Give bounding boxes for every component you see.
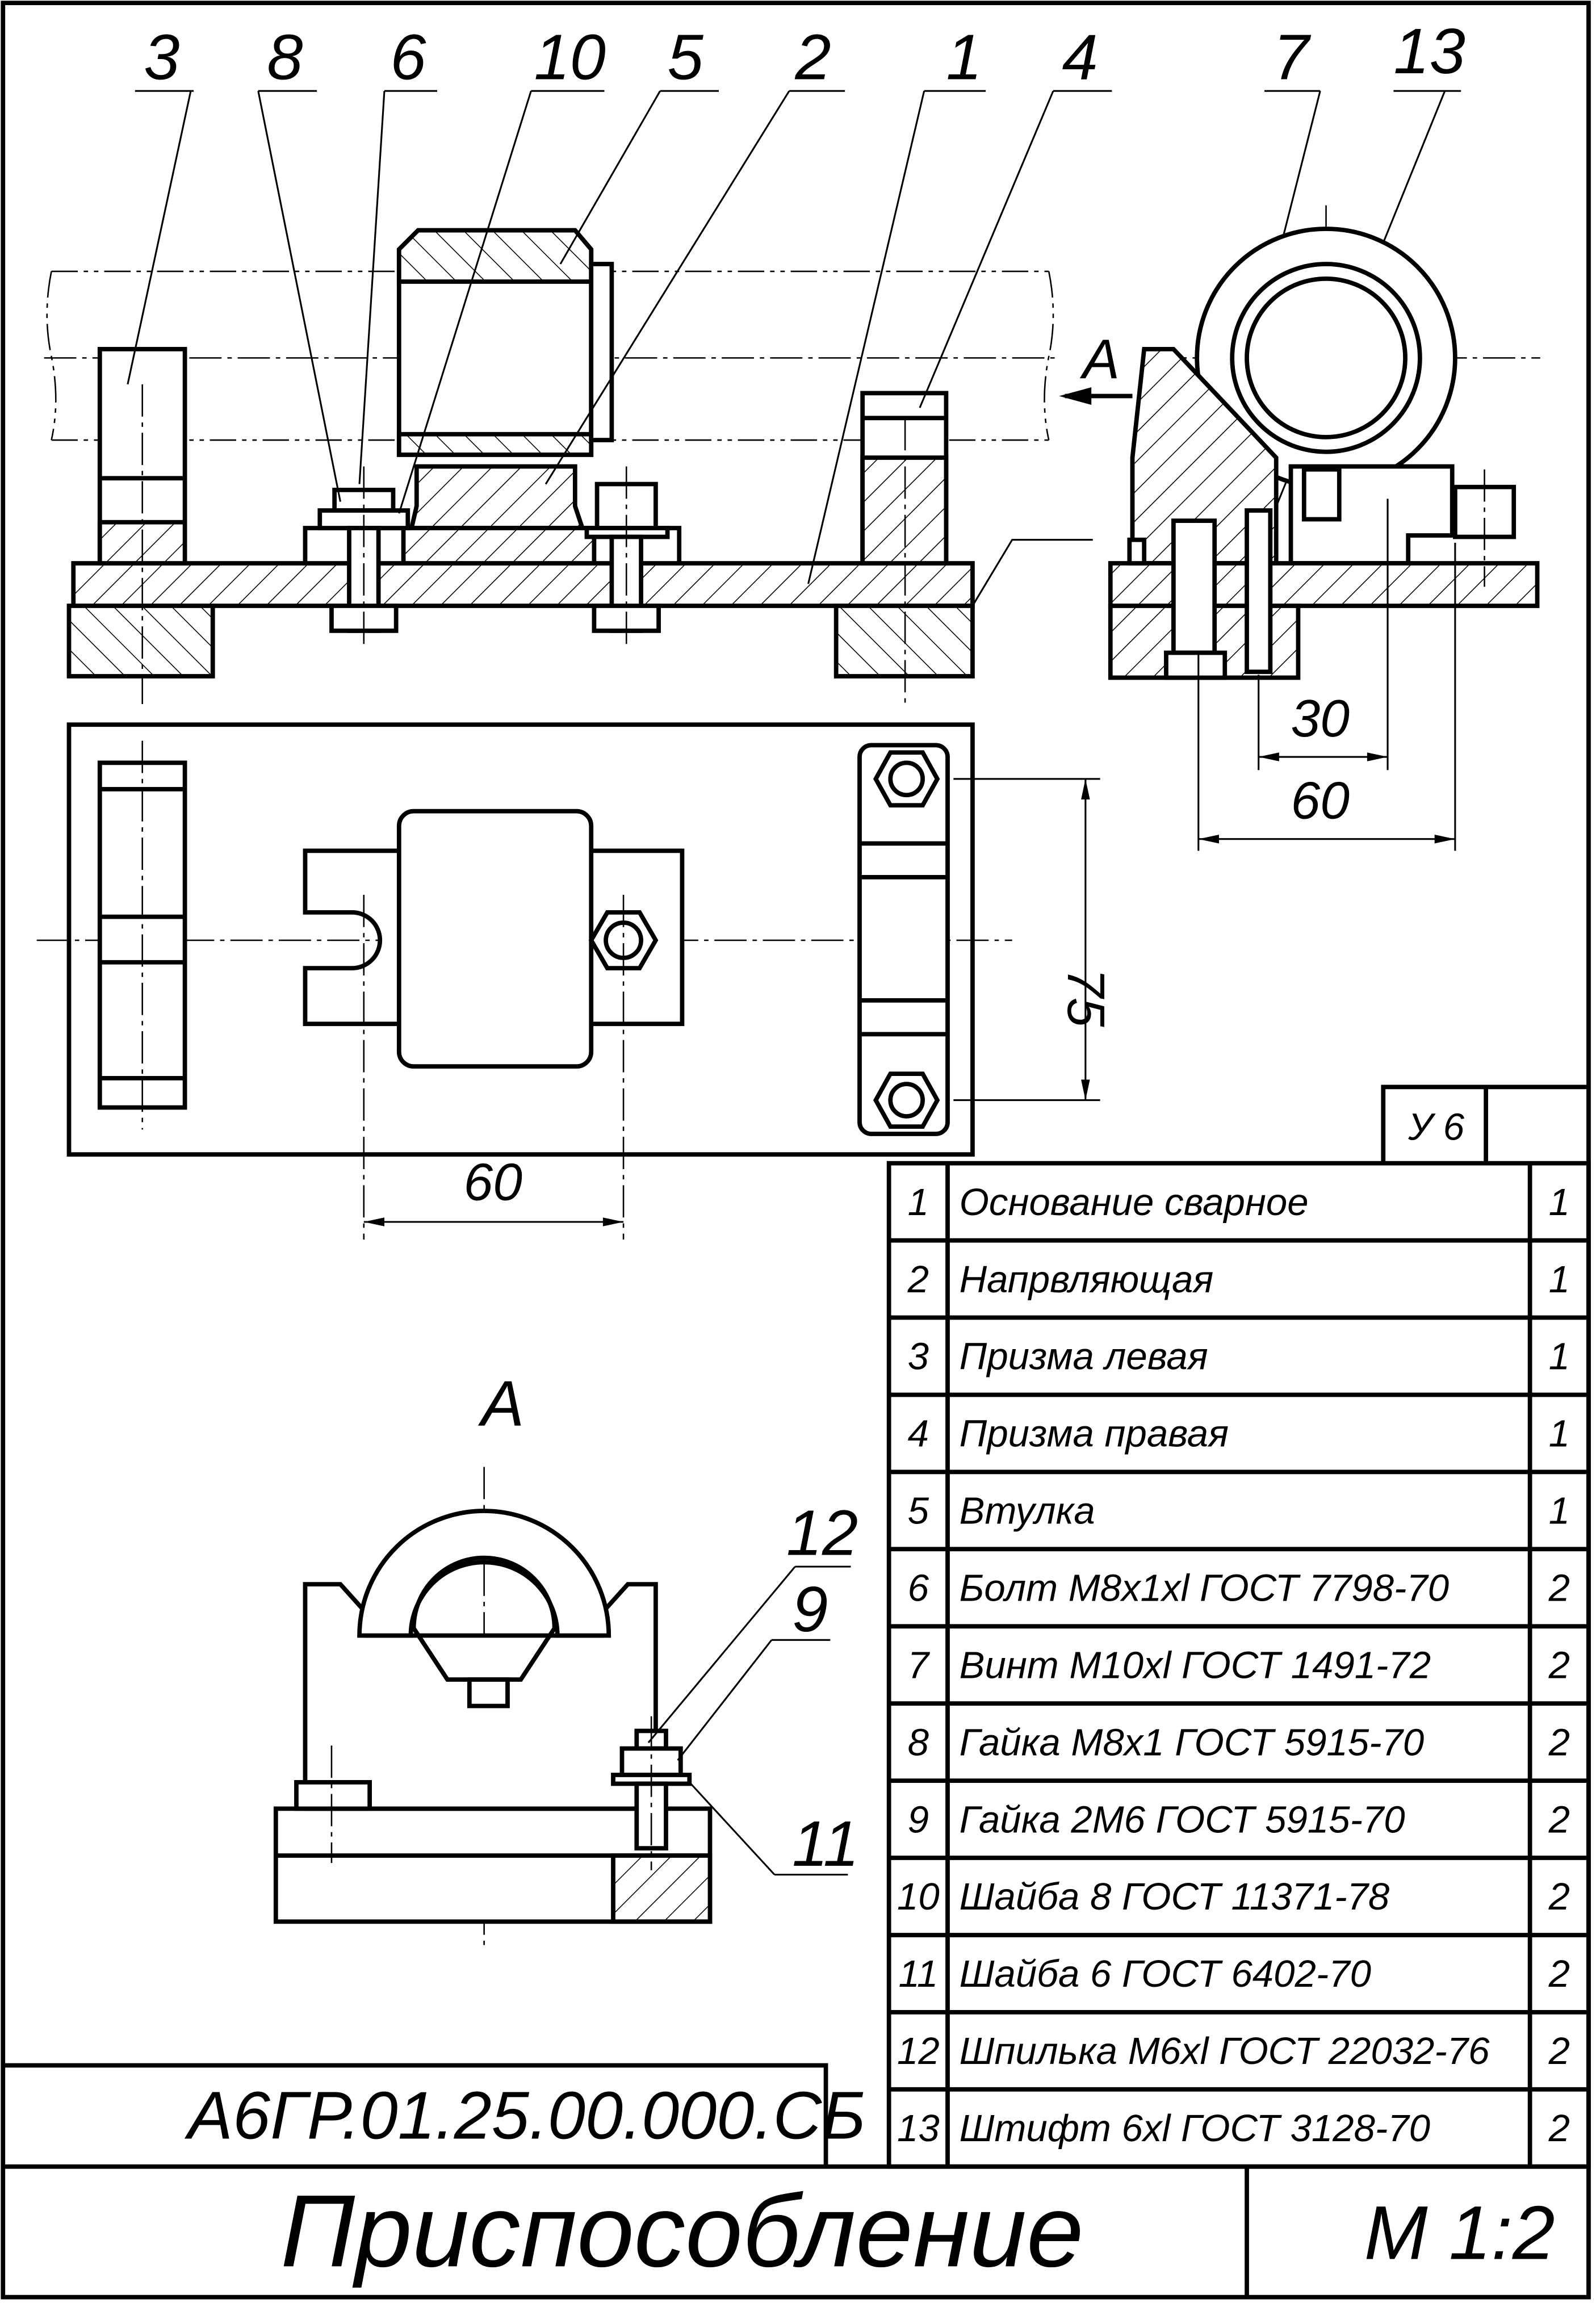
part-quantity: 2 <box>1548 1721 1570 1764</box>
roughness-box: У 6 <box>1381 1084 1589 1163</box>
part-position: 12 <box>897 2030 940 2072</box>
leader-8: 8 <box>267 22 303 94</box>
part-position: 11 <box>898 1953 938 1995</box>
top-view: 75 60 <box>36 722 1116 1240</box>
part-quantity: 2 <box>1548 1953 1570 1995</box>
leader-5: 5 <box>668 22 704 94</box>
side-view: А 30 60 <box>1059 205 1540 851</box>
leader-4: 4 <box>1062 22 1098 94</box>
leader-10: 10 <box>534 22 605 94</box>
table-row: 6 Болт М8х1хl ГОСТ 7798-70 2 <box>889 1547 1589 1610</box>
part-quantity: 2 <box>1548 1875 1570 1918</box>
part-name: Гайка 2М6 ГОСТ 5915-70 <box>960 1798 1405 1841</box>
part-position: 6 <box>908 1567 929 1610</box>
table-row: 3 Призма левая 1 <box>889 1315 1589 1378</box>
front-view: 3 8 6 10 5 2 1 4 7 13 <box>44 15 1465 705</box>
part-quantity: 2 <box>1548 2107 1570 2150</box>
leader-7: 7 <box>1274 22 1312 94</box>
part-quantity: 1 <box>1549 1490 1570 1532</box>
part-quantity: 1 <box>1549 1181 1570 1224</box>
dimension-60-top: 60 <box>463 1152 522 1211</box>
view-a: А 12 9 11 <box>273 1368 859 1951</box>
table-row: 8 Гайка М8х1 ГОСТ 5915-70 2 <box>889 1701 1589 1764</box>
part-position: 2 <box>907 1258 929 1301</box>
table-row: 12 Шпилька М6хl ГОСТ 22032-76 2 <box>889 2010 1589 2072</box>
part-name: Шпилька М6хl ГОСТ 22032-76 <box>960 2030 1490 2072</box>
leader-1: 1 <box>946 22 982 94</box>
part-name: Основание сварное <box>960 1181 1309 1224</box>
table-row: 5 Втулка 1 <box>889 1469 1589 1532</box>
part-quantity: 2 <box>1548 2030 1570 2072</box>
leader-13: 13 <box>1393 15 1465 87</box>
part-name: Призма правая <box>960 1413 1229 1455</box>
part-quantity: 2 <box>1548 1798 1570 1841</box>
table-row: 4 Призма правая 1 <box>889 1392 1589 1455</box>
part-name: Призма левая <box>960 1335 1208 1378</box>
part-position: 3 <box>908 1335 929 1378</box>
part-name: Винт М10хl ГОСТ 1491-72 <box>960 1644 1431 1686</box>
drawing-title: Приспособление <box>280 2174 1084 2288</box>
part-position: 1 <box>908 1181 929 1224</box>
part-quantity: 2 <box>1548 1567 1570 1610</box>
part-name: Втулка <box>960 1490 1095 1532</box>
part-name: Шайба 8 ГОСТ 11371-78 <box>960 1875 1390 1918</box>
part-name: Шайба 6 ГОСТ 6402-70 <box>960 1953 1371 1995</box>
leader-3: 3 <box>144 22 179 94</box>
part-name: Штифт 6хl ГОСТ 3128-70 <box>960 2107 1430 2150</box>
table-row: 13 Штифт 6хl ГОСТ 3128-70 2 <box>889 2087 1589 2150</box>
part-quantity: 1 <box>1549 1258 1570 1301</box>
view-a-label: А <box>477 1368 524 1440</box>
table-row: 10 Шайба 8 ГОСТ 11371-78 2 <box>889 1856 1589 1918</box>
leader-11: 11 <box>792 1808 859 1880</box>
part-quantity: 1 <box>1549 1413 1570 1455</box>
part-name: Болт М8х1хl ГОСТ 7798-70 <box>960 1567 1449 1610</box>
table-row: 9 Гайка 2М6 ГОСТ 5915-70 2 <box>889 1778 1589 1841</box>
part-position: 9 <box>908 1798 929 1841</box>
table-row: 11 Шайба 6 ГОСТ 6402-70 2 <box>889 1933 1589 1995</box>
section-arrow-label: А <box>1080 328 1120 391</box>
roughness-value: У 6 <box>1408 1106 1465 1148</box>
part-name: Напрвляющая <box>960 1258 1214 1301</box>
dimension-75: 75 <box>1057 968 1116 1027</box>
title-block: А6ГР.01.25.00.000.СБ Приспособление М 1:… <box>3 2063 1589 2297</box>
part-position: 10 <box>897 1875 940 1918</box>
part-quantity: 1 <box>1549 1335 1570 1378</box>
table-row: 1 Основание сварное 1 <box>908 1181 1570 1224</box>
part-position: 7 <box>908 1644 931 1686</box>
leader-6: 6 <box>390 22 426 94</box>
table-row: 7 Винт М10хl ГОСТ 1491-72 2 <box>889 1624 1589 1686</box>
part-position: 8 <box>908 1721 929 1764</box>
part-position: 4 <box>908 1413 929 1455</box>
leader-2: 2 <box>794 22 831 94</box>
dimension-30: 30 <box>1291 689 1350 748</box>
table-row: 2 Напрвляющая 1 <box>889 1238 1589 1301</box>
part-name: Гайка М8х1 ГОСТ 5915-70 <box>960 1721 1425 1764</box>
leader-12: 12 <box>786 1497 858 1569</box>
part-quantity: 2 <box>1548 1644 1570 1686</box>
part-position: 5 <box>908 1490 929 1532</box>
dimension-60-side: 60 <box>1291 771 1350 830</box>
leader-9: 9 <box>792 1573 828 1645</box>
part-position: 13 <box>897 2107 940 2150</box>
drawing-scale: М 1:2 <box>1364 2190 1555 2275</box>
designation: А6ГР.01.25.00.000.СБ <box>185 2078 866 2154</box>
